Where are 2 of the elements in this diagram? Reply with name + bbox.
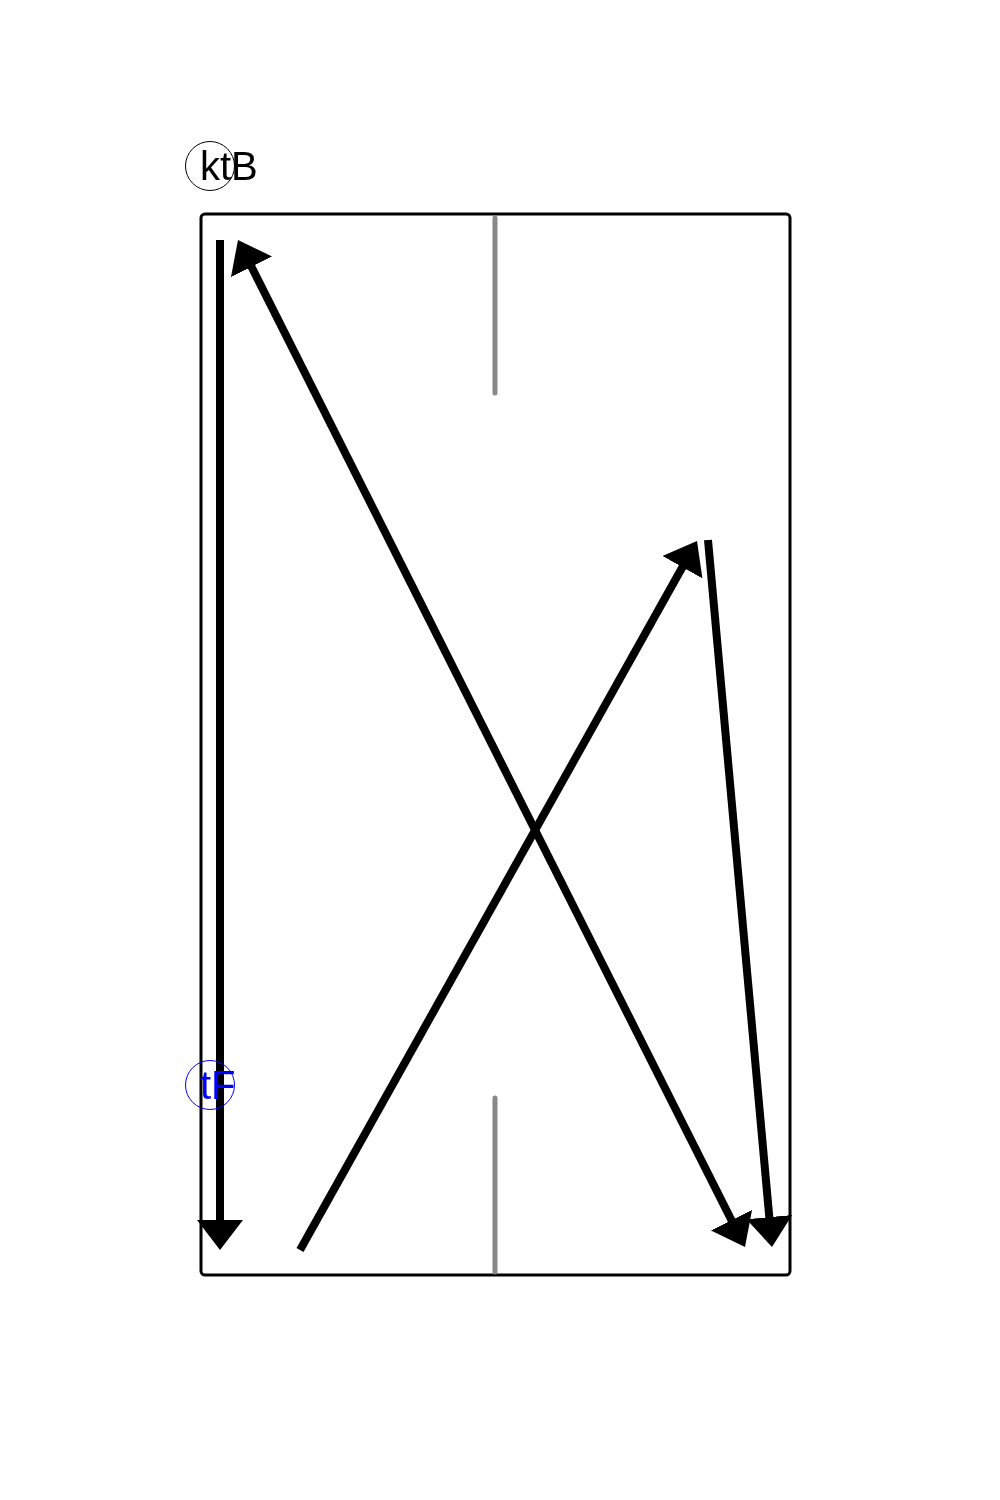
player-marker [185,141,257,191]
player-label: ktB [200,143,258,190]
